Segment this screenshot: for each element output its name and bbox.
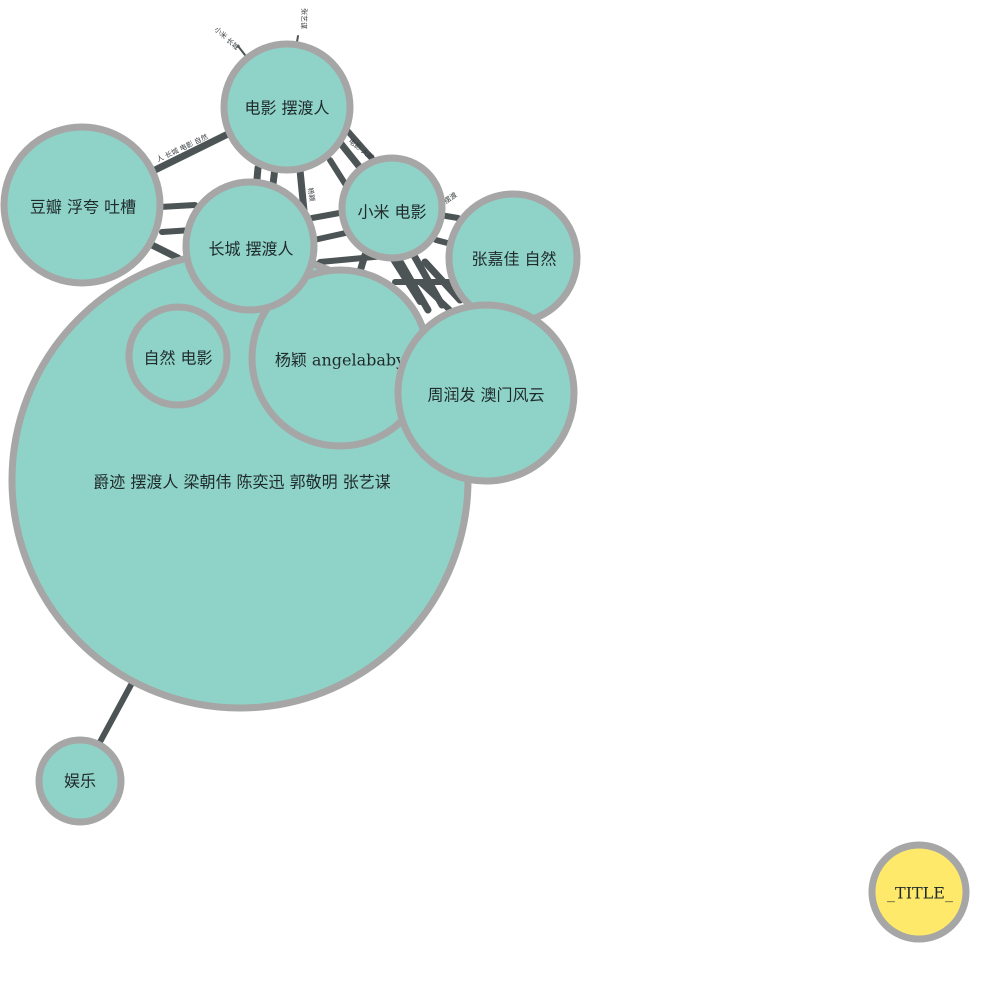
edge-douban-movie-ferry bbox=[151, 128, 236, 174]
node-greatwall-circle bbox=[182, 178, 318, 314]
node-title: _TITLE_ bbox=[868, 841, 970, 943]
node-main-label: 爵迹 摆渡人 梁朝伟 陈奕迅 郭敬明 张艺谋 bbox=[93, 473, 390, 492]
node-yangying-label: 杨颖 angelababy bbox=[275, 351, 405, 370]
node-nature-movie-circle bbox=[125, 303, 231, 409]
node-nature-movie-label: 自然 电影 bbox=[143, 349, 212, 368]
node-zhourunfa-label: 周润发 澳门风云 bbox=[427, 386, 544, 405]
edge-greatwall-xiaomi-2 bbox=[311, 229, 353, 243]
edge-movie-ferry-xiaomi-2 bbox=[342, 125, 378, 165]
node-entertainment-circle bbox=[35, 736, 125, 826]
edge-label: 小米 长城 bbox=[213, 25, 241, 52]
node-zhourunfa-circle bbox=[394, 301, 578, 485]
edge-movie-ferry-top-2 bbox=[296, 35, 299, 43]
node-greatwall: 长城 摆渡人 bbox=[182, 178, 318, 314]
edge-zhangjiajia-zhourunfa-2 bbox=[417, 279, 455, 315]
node-douban: 豆瓣 浮夸 吐槽 bbox=[0, 123, 164, 287]
node-greatwall-label: 长城 摆渡人 bbox=[208, 240, 293, 259]
node-title-circle bbox=[868, 841, 970, 943]
node-zhangjiajia-label: 张嘉佳 自然 bbox=[471, 250, 556, 269]
node-entertainment: 娱乐 bbox=[35, 736, 125, 826]
node-nature-movie: 自然 电影 bbox=[125, 303, 231, 409]
node-xiaomi-circle bbox=[338, 154, 446, 262]
edge-main-entertainment bbox=[97, 680, 135, 745]
edge-douban-main bbox=[148, 241, 182, 262]
node-douban-label: 豆瓣 浮夸 吐槽 bbox=[30, 198, 136, 217]
node-title-label: _TITLE_ bbox=[887, 884, 953, 903]
edge-label: 杨颖 bbox=[306, 187, 317, 202]
edge-movie-ferry-xiaomi bbox=[334, 136, 366, 174]
node-douban-circle bbox=[0, 123, 164, 287]
node-xiaomi: 小米 电影 bbox=[338, 154, 446, 262]
edge-movie-ferry-top-1 bbox=[237, 45, 246, 56]
node-entertainment-label: 娱乐 bbox=[64, 772, 96, 791]
node-zhourunfa: 周润发 澳门风云 bbox=[394, 301, 578, 485]
node-xiaomi-label: 小米 电影 bbox=[357, 203, 426, 222]
node-movie-ferry-circle bbox=[220, 40, 354, 174]
nodes: 爵迹 摆渡人 梁朝伟 陈奕迅 郭敬明 张艺谋 娱乐 豆瓣 浮夸 吐槽 电影 摆渡… bbox=[0, 40, 970, 943]
edge-label: 张艺谋 bbox=[299, 8, 309, 29]
node-movie-ferry: 电影 摆渡人 bbox=[220, 40, 354, 174]
edge-douban-greatwall bbox=[157, 202, 198, 210]
node-movie-ferry-label: 电影 摆渡人 bbox=[244, 99, 329, 118]
node-zhangjiajia: 张嘉佳 自然 bbox=[445, 190, 581, 326]
